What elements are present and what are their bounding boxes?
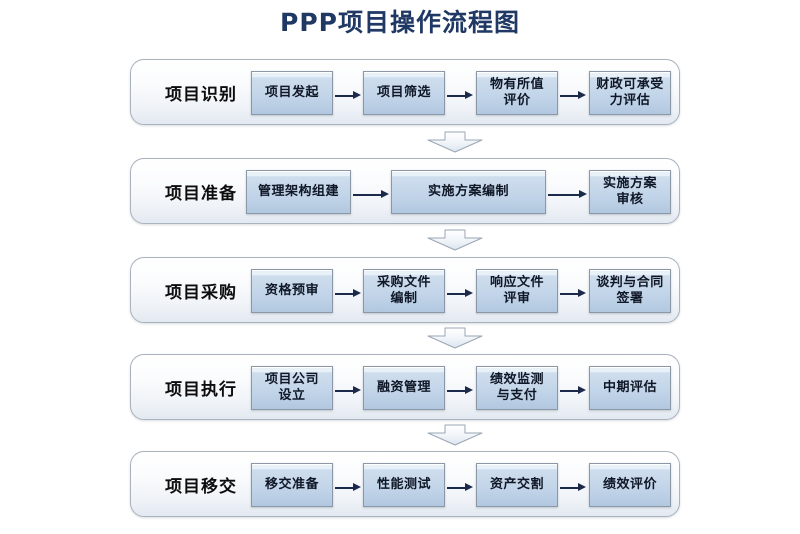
arrow-shaft: [560, 293, 579, 295]
arrow-head: [465, 386, 473, 394]
stage-transition-arrow-down-icon: [427, 131, 483, 153]
process-box[interactable]: 绩效评价: [589, 463, 671, 507]
arrow-head: [465, 91, 473, 99]
stage-label: 项目准备: [165, 183, 237, 204]
arrow-head: [578, 386, 586, 394]
process-box-label: 项目公司 设立: [264, 372, 319, 403]
process-box-label: 管理架构组建: [257, 184, 339, 199]
stage-label: 项目识别: [165, 84, 237, 105]
arrow-head: [353, 289, 361, 297]
process-box[interactable]: 移交准备: [251, 463, 333, 507]
arrow-shaft: [447, 95, 466, 97]
stage-label: 项目移交: [165, 476, 237, 497]
flow-arrow-right-icon: [353, 190, 389, 199]
process-box-label: 项目筛选: [376, 85, 431, 100]
flow-arrow-right-icon: [560, 483, 586, 492]
flow-arrow-right-icon: [560, 91, 586, 100]
page-title: PPP项目操作流程图: [280, 8, 520, 37]
arrow-head: [381, 190, 389, 198]
arrow-shaft: [447, 487, 466, 489]
arrow-head: [579, 190, 587, 198]
process-box-label: 响应文件 评审: [489, 275, 544, 306]
process-box-label: 采购文件 编制: [376, 275, 431, 306]
stage-label: 项目采购: [165, 282, 237, 303]
process-box-label: 中期评估: [602, 380, 657, 395]
process-box[interactable]: 项目发起: [251, 71, 333, 115]
process-box[interactable]: 资产交割: [476, 463, 558, 507]
process-box-label: 实施方案 审核: [602, 176, 657, 207]
process-box[interactable]: 财政可承受 力评估: [589, 71, 671, 115]
flow-arrow-right-icon: [447, 386, 473, 395]
process-box-label: 财政可承受 力评估: [596, 77, 664, 108]
stage-row-4: 项目执行 项目公司 设立 融资管理 绩效监测 与支付 中期评估: [130, 354, 680, 420]
process-box[interactable]: 实施方案 审核: [589, 170, 671, 214]
arrow-shaft: [447, 293, 466, 295]
process-box[interactable]: 项目筛选: [363, 71, 445, 115]
stage-label: 项目执行: [165, 379, 237, 400]
process-box-label: 绩效监测 与支付: [489, 372, 544, 403]
flow-arrow-right-icon: [335, 91, 361, 100]
arrow-shaft: [560, 95, 579, 97]
process-box[interactable]: 实施方案编制: [391, 170, 546, 214]
process-box[interactable]: 响应文件 评审: [476, 269, 558, 313]
flow-arrow-right-icon: [560, 289, 586, 298]
process-box-label: 资产交割: [489, 477, 544, 492]
flow-arrow-right-icon: [548, 190, 587, 199]
flow-arrow-right-icon: [447, 483, 473, 492]
process-box-label: 性能测试: [376, 477, 431, 492]
process-box-label: 资格预审: [264, 283, 319, 298]
stage-row-1: 项目识别 项目发起 项目筛选 物有所值 评价 财政可承受 力评估: [130, 59, 680, 125]
arrow-shaft: [335, 95, 354, 97]
stage-row-5: 项目移交 移交准备 性能测试 资产交割 绩效评价: [130, 451, 680, 517]
process-box-label: 项目发起: [264, 85, 319, 100]
flow-arrow-right-icon: [447, 91, 473, 100]
arrow-shaft: [353, 194, 382, 196]
stage-row-3: 项目采购 资格预审 采购文件 编制 响应文件 评审 谈判与合同 签署: [130, 257, 680, 323]
process-box-label: 物有所值 评价: [489, 77, 544, 108]
process-box[interactable]: 谈判与合同 签署: [589, 269, 671, 313]
flow-arrow-right-icon: [335, 386, 361, 395]
arrow-head: [353, 483, 361, 491]
process-box-label: 融资管理: [376, 380, 431, 395]
process-box-label: 谈判与合同 签署: [596, 275, 664, 306]
flow-arrow-right-icon: [560, 386, 586, 395]
process-box[interactable]: 管理架构组建: [246, 170, 351, 214]
process-box-label: 移交准备: [264, 477, 319, 492]
arrow-head: [578, 483, 586, 491]
stage-transition-arrow-down-icon: [427, 424, 483, 446]
arrow-shaft: [560, 487, 579, 489]
arrow-head: [578, 289, 586, 297]
arrow-shaft: [560, 390, 579, 392]
arrow-head: [465, 289, 473, 297]
process-box[interactable]: 中期评估: [589, 366, 671, 410]
arrow-shaft: [335, 487, 354, 489]
process-box[interactable]: 物有所值 评价: [476, 71, 558, 115]
process-box-label: 实施方案编制: [427, 184, 509, 199]
arrow-shaft: [335, 293, 354, 295]
arrow-head: [353, 91, 361, 99]
process-box[interactable]: 融资管理: [363, 366, 445, 410]
stage-transition-arrow-down-icon: [427, 229, 483, 251]
stage-row-2: 项目准备 管理架构组建 实施方案编制 实施方案 审核: [130, 158, 680, 224]
arrow-shaft: [335, 390, 354, 392]
flow-arrow-right-icon: [447, 289, 473, 298]
stage-transition-arrow-down-icon: [427, 327, 483, 349]
flow-arrow-right-icon: [335, 289, 361, 298]
flow-arrow-right-icon: [335, 483, 361, 492]
process-box[interactable]: 绩效监测 与支付: [476, 366, 558, 410]
arrow-head: [578, 91, 586, 99]
arrow-head: [353, 386, 361, 394]
process-box-label: 绩效评价: [602, 477, 657, 492]
arrow-head: [465, 483, 473, 491]
arrow-shaft: [548, 194, 580, 196]
arrow-shaft: [447, 390, 466, 392]
process-box[interactable]: 资格预审: [251, 269, 333, 313]
process-box[interactable]: 采购文件 编制: [363, 269, 445, 313]
process-box[interactable]: 性能测试: [363, 463, 445, 507]
process-box[interactable]: 项目公司 设立: [251, 366, 333, 410]
